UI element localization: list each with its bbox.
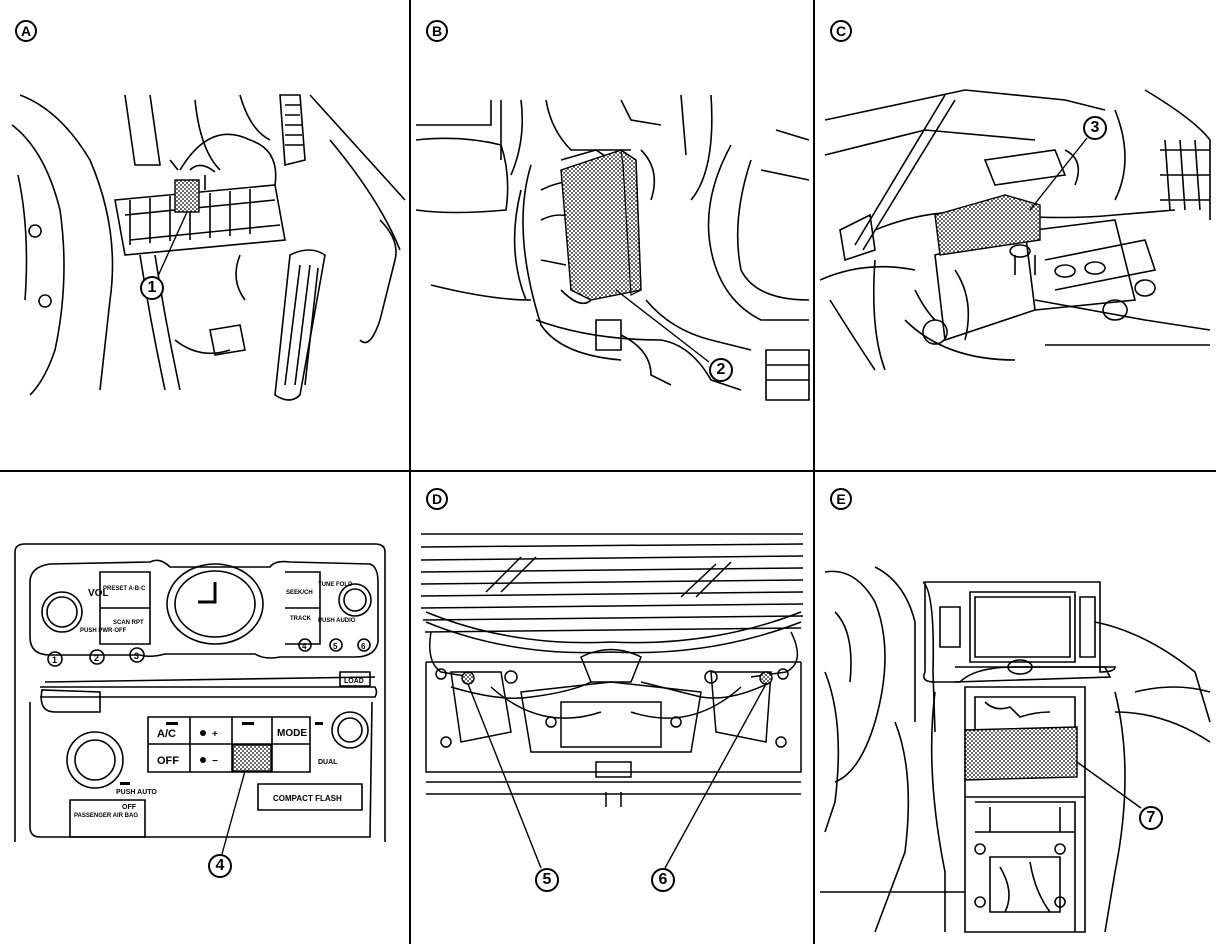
panel-letter-b: B <box>426 20 448 42</box>
label-fan-minus: − <box>212 756 218 767</box>
label-fan-plus: + <box>212 729 218 740</box>
preset-3: 3 <box>134 651 139 661</box>
callout-3: 3 <box>1083 116 1107 140</box>
fan-icons <box>120 722 323 785</box>
label-tune-fold: TUNE FOLD <box>318 582 353 588</box>
vertical-divider-left <box>409 0 411 944</box>
panel-e-illustration <box>820 566 1211 933</box>
ac-indicator <box>166 722 178 725</box>
callout-7: 7 <box>1139 806 1163 830</box>
callout-2: 2 <box>709 358 733 382</box>
panel-letter-e: E <box>830 488 852 510</box>
control-panel-illustration: VOL PRESET A·B·C PUSH PWR·OFF SCAN RPT S… <box>14 543 386 855</box>
panel-letter-c: C <box>830 20 852 42</box>
callout-4: 4 <box>208 854 232 878</box>
vertical-divider-right-lower <box>813 472 815 944</box>
preset-1: 1 <box>52 655 57 665</box>
label-seek-ch: SEEK/CH <box>286 590 313 596</box>
panel-c-engine-module: C <box>815 0 1216 470</box>
panel-a-illustration <box>11 94 406 401</box>
preset-5: 5 <box>333 642 338 651</box>
panel-d-illustration <box>420 533 804 869</box>
label-compact-flash: COMPACT FLASH <box>273 794 342 803</box>
callout-5: 5 <box>535 868 559 892</box>
preset-6: 6 <box>361 642 366 651</box>
label-mode: MODE <box>277 728 307 739</box>
label-vol: VOL <box>88 588 109 599</box>
panel-e-center-console: E <box>815 472 1216 944</box>
label-track: TRACK <box>290 616 312 622</box>
label-push-auto: PUSH AUTO <box>116 789 157 796</box>
label-load: LOAD <box>344 678 364 685</box>
panel-c-illustration <box>819 89 1211 371</box>
label-dual: DUAL <box>318 759 338 766</box>
label-scan-rpt: SCAN RPT <box>113 620 144 626</box>
label-preset: PRESET A·B·C <box>103 586 146 592</box>
label-off: OFF <box>157 755 179 767</box>
preset-4: 4 <box>302 642 307 651</box>
panel-a-fuse-block: A <box>0 0 409 470</box>
label-airbag-off: OFF <box>122 804 137 811</box>
panel-letter-a: A <box>15 20 37 42</box>
panel-b-illustration <box>415 94 810 401</box>
callout-1: 1 <box>140 276 164 300</box>
label-push-audio: PUSH AUDIO <box>318 618 356 624</box>
label-ac: A/C <box>157 728 176 740</box>
panel-b-control-unit: B <box>411 0 813 470</box>
panel-control-panel: VOL PRESET A·B·C PUSH PWR·OFF SCAN RPT S… <box>0 472 409 944</box>
panel-letter-d: D <box>426 488 448 510</box>
vertical-divider-right <box>813 0 815 470</box>
label-passenger-air-bag: PASSENGER AIR BAG <box>74 813 138 819</box>
horizontal-divider <box>0 470 1216 472</box>
callout-6: 6 <box>651 868 675 892</box>
label-push-pwr: PUSH PWR·OFF <box>80 628 127 634</box>
preset-2: 2 <box>94 653 99 663</box>
panel-d-front-bumper: D <box>411 472 813 944</box>
